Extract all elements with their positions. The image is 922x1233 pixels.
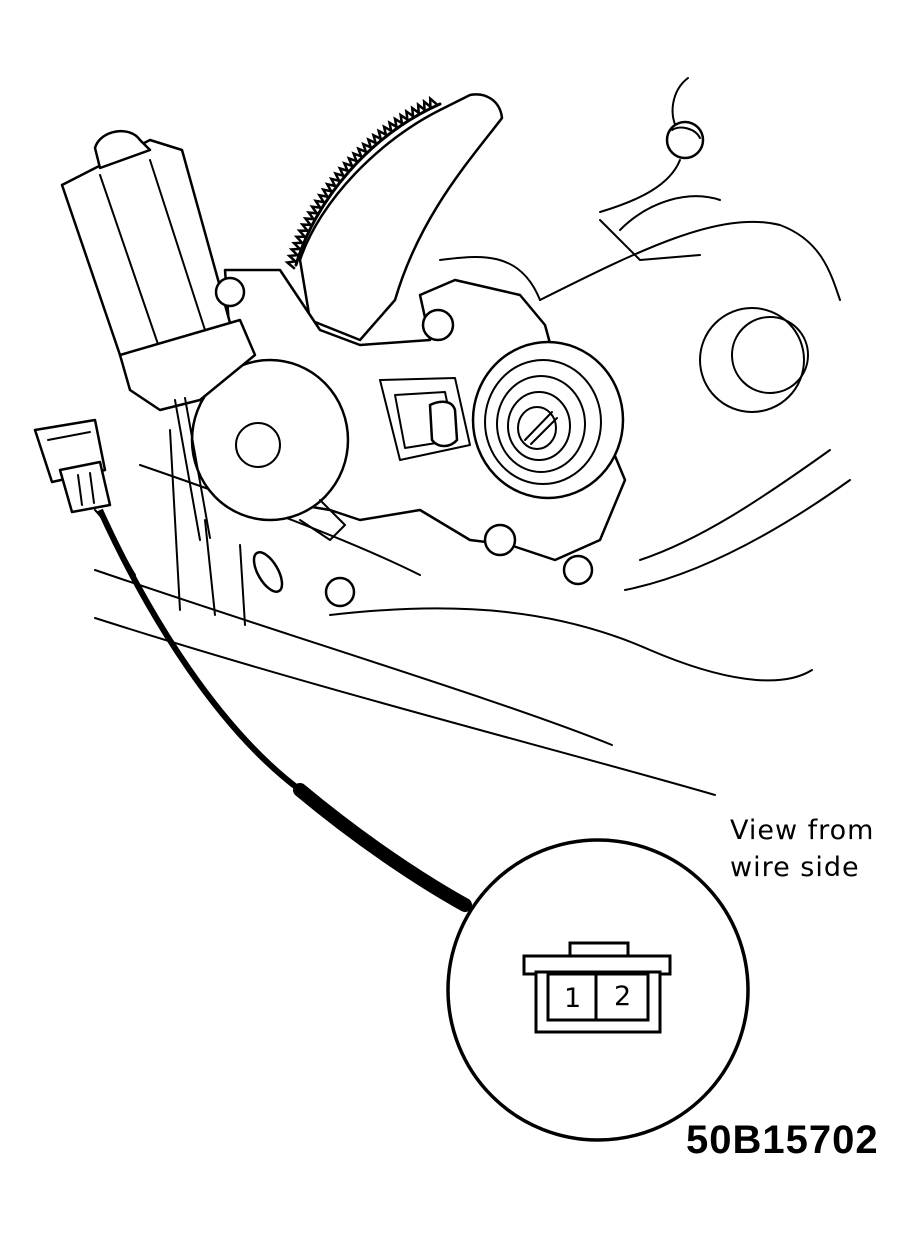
body-panel-lines bbox=[94, 195, 851, 796]
view-caption: View from wire side bbox=[730, 812, 875, 886]
wire-harness-thick bbox=[293, 783, 472, 912]
bolts bbox=[214, 276, 594, 608]
body-hole bbox=[699, 307, 809, 413]
view-caption-line-1: View from bbox=[730, 815, 875, 846]
pin-2-label: 2 bbox=[614, 981, 631, 1012]
motor bbox=[60, 129, 257, 541]
view-caption-line-2: wire side bbox=[730, 852, 860, 883]
harness-clip bbox=[599, 77, 705, 213]
figure-id: 50B15702 bbox=[686, 1118, 879, 1162]
drum-spring bbox=[471, 340, 625, 500]
pin-1-label: 1 bbox=[564, 983, 581, 1014]
connector-face bbox=[522, 941, 672, 1034]
gear-tooth bbox=[428, 95, 439, 109]
